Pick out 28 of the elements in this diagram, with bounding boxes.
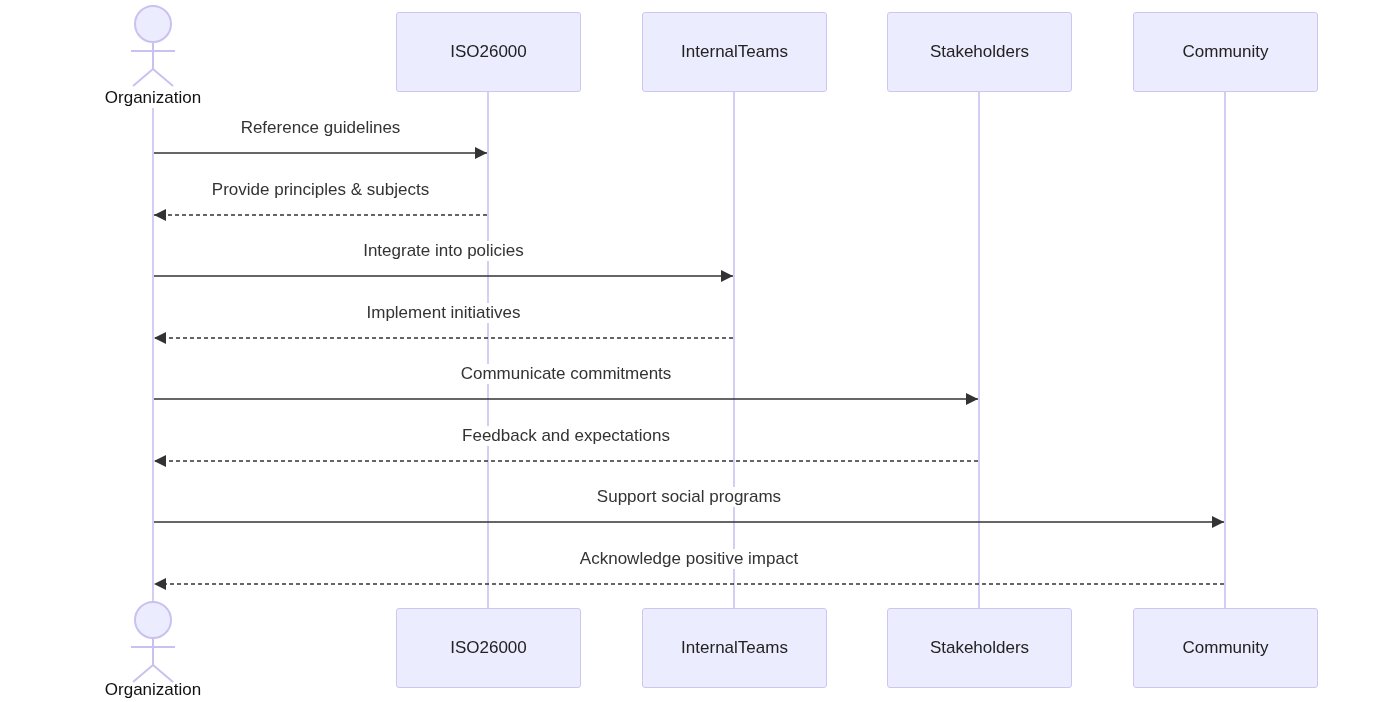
- participant-box: InternalTeams: [642, 608, 827, 688]
- actor-label: Organization: [103, 88, 203, 108]
- participant-box: Community: [1133, 608, 1318, 688]
- edge-label: Integrate into policies: [361, 241, 526, 261]
- edge-label: Communicate commitments: [458, 364, 674, 384]
- participant-box: Stakeholders: [887, 608, 1072, 688]
- edge-label: Acknowledge positive impact: [577, 549, 801, 569]
- message-arrow: [153, 516, 1225, 528]
- message-arrow: [153, 455, 979, 467]
- message-arrow: [153, 393, 979, 405]
- lifeline: [152, 108, 154, 601]
- edge-label: Feedback and expectations: [460, 426, 672, 446]
- lifeline: [487, 92, 489, 608]
- message-arrow: [153, 270, 734, 282]
- participant-box: Community: [1133, 12, 1318, 92]
- participant-box: InternalTeams: [642, 12, 827, 92]
- lifeline: [733, 92, 735, 608]
- message-arrow: [153, 578, 1225, 590]
- lifeline: [1224, 92, 1226, 608]
- message-arrow: [153, 147, 488, 159]
- participant-box: Stakeholders: [887, 12, 1072, 92]
- lifeline: [978, 92, 980, 608]
- actor-label: Organization: [103, 680, 203, 700]
- edge-label: Support social programs: [594, 487, 784, 507]
- participant-box: ISO26000: [396, 608, 581, 688]
- participant-box: ISO26000: [396, 12, 581, 92]
- message-arrow: [153, 332, 734, 344]
- message-arrow: [153, 209, 488, 221]
